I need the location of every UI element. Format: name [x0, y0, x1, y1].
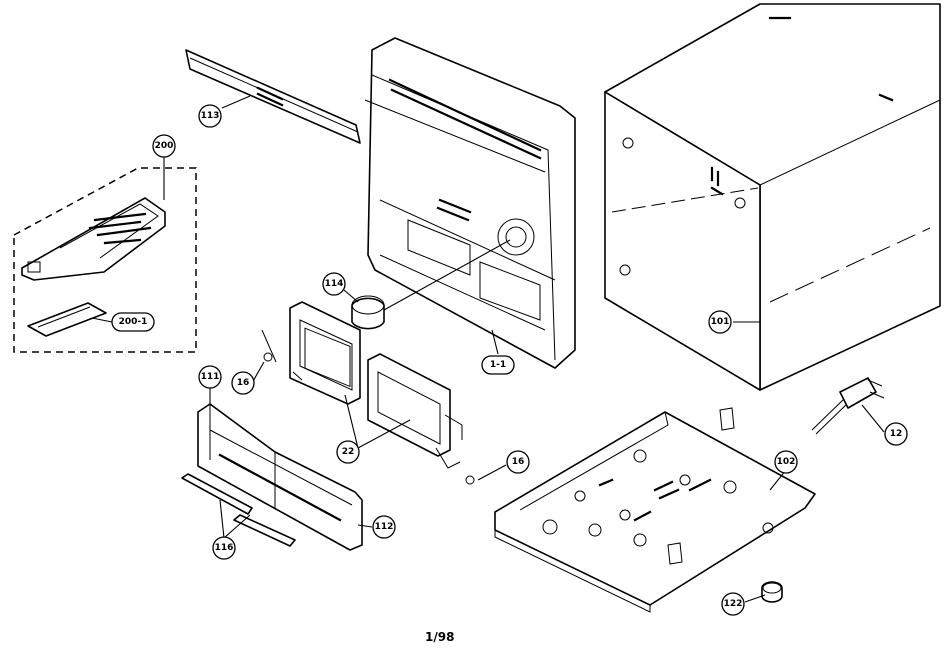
callout-113: 113: [198, 104, 222, 128]
callout-label-113: 113: [201, 111, 220, 121]
callout-12: 12: [884, 422, 908, 446]
callout-label-16-upper: 16: [237, 378, 250, 388]
bezel-strips: [181, 473, 296, 547]
callout-label-1-1: 1-1: [490, 360, 506, 370]
callout-16-lower: 16: [506, 450, 530, 474]
rubber-foot: [761, 581, 783, 603]
callout-116: 116: [212, 536, 236, 560]
callout-label-22: 22: [342, 447, 355, 457]
battery-cover: [27, 302, 107, 337]
top-cover-strip: [185, 49, 361, 144]
callout-114: 114: [322, 272, 346, 296]
callout-1-1: 1-1: [481, 355, 515, 375]
callout-label-102: 102: [777, 457, 796, 467]
chassis-base: [494, 407, 816, 613]
callout-label-114: 114: [325, 279, 344, 289]
knob: [351, 239, 511, 330]
remote-control-group: [13, 167, 197, 353]
callout-102: 102: [774, 450, 798, 474]
cassette-door-right: [367, 353, 463, 469]
callout-label-111: 111: [201, 372, 220, 382]
callout-label-200-1: 200-1: [119, 317, 148, 327]
callout-111: 111: [198, 365, 222, 389]
callout-label-122: 122: [724, 599, 743, 609]
power-cord: [811, 377, 885, 435]
callout-101: 101: [708, 310, 732, 334]
page-number: 1/98: [425, 630, 455, 644]
callout-22: 22: [336, 440, 360, 464]
callout-16-upper: 16: [231, 371, 255, 395]
front-panel-unit: [364, 37, 576, 369]
callout-label-200: 200: [155, 141, 174, 151]
callout-label-116: 116: [215, 543, 234, 553]
callout-label-101: 101: [711, 317, 730, 327]
remote-control: [21, 197, 166, 281]
front-bezel: [197, 403, 363, 551]
callout-200-1: 200-1: [111, 312, 155, 332]
cabinet-cover: [604, 3, 941, 391]
callout-112: 112: [372, 515, 396, 539]
callout-label-16-lower: 16: [512, 457, 525, 467]
screw-upper: [261, 329, 277, 363]
leader-lines: [91, 95, 885, 603]
callout-label-112: 112: [375, 522, 394, 532]
screw-lower: [465, 475, 475, 485]
callout-122: 122: [721, 592, 745, 616]
cassette-door-left: [289, 301, 361, 405]
callout-label-12: 12: [890, 429, 903, 439]
callout-200: 200: [152, 134, 176, 158]
